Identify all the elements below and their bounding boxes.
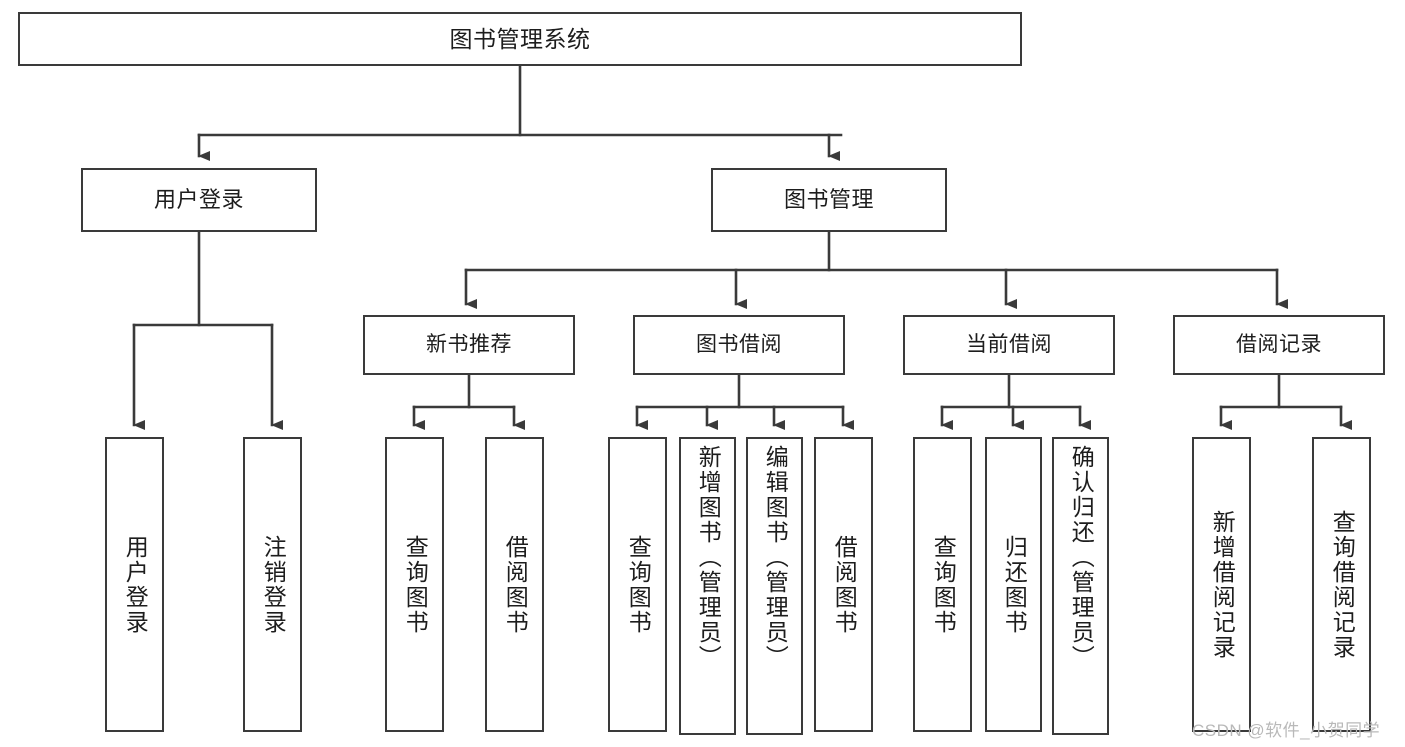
node-leaf-query-book-recommend[interactable]: 查询图书 (385, 437, 444, 732)
node-book-borrow-label: 图书借阅 (696, 333, 782, 357)
node-leaf-borrow-book-recommend-label: 借阅图书 (502, 534, 529, 635)
node-leaf-confirm-return-label: 确认归还（管理员） (1068, 445, 1095, 670)
node-user-login-label: 用户登录 (153, 186, 244, 212)
node-new-book-recommend[interactable]: 新书推荐 (363, 315, 575, 375)
node-leaf-return-book-label: 归还图书 (1001, 534, 1028, 635)
node-leaf-borrow-book[interactable]: 借阅图书 (814, 437, 873, 732)
node-leaf-query-book-borrow[interactable]: 查询图书 (608, 437, 667, 732)
node-new-book-recommend-label: 新书推荐 (426, 333, 512, 357)
node-borrow-record-label: 借阅记录 (1236, 333, 1322, 357)
node-leaf-query-borrow-record-label: 查询借阅记录 (1329, 509, 1356, 660)
node-leaf-add-borrow-record[interactable]: 新增借阅记录 (1192, 437, 1251, 732)
node-root-label: 图书管理系统 (449, 25, 591, 52)
node-book-manage[interactable]: 图书管理 (711, 168, 947, 232)
node-book-borrow[interactable]: 图书借阅 (633, 315, 845, 375)
node-leaf-borrow-book-recommend[interactable]: 借阅图书 (485, 437, 544, 732)
node-leaf-edit-book-label: 编辑图书（管理员） (762, 445, 789, 670)
node-root[interactable]: 图书管理系统 (18, 12, 1022, 66)
node-leaf-query-book-recommend-label: 查询图书 (402, 534, 429, 635)
node-leaf-add-book[interactable]: 新增图书（管理员） (679, 437, 736, 735)
node-leaf-logout[interactable]: 注销登录 (243, 437, 302, 732)
node-leaf-return-book[interactable]: 归还图书 (985, 437, 1042, 732)
node-current-borrow[interactable]: 当前借阅 (903, 315, 1115, 375)
node-leaf-edit-book[interactable]: 编辑图书（管理员） (746, 437, 803, 735)
node-leaf-query-book-current[interactable]: 查询图书 (913, 437, 972, 732)
node-leaf-confirm-return[interactable]: 确认归还（管理员） (1052, 437, 1109, 735)
node-book-manage-label: 图书管理 (783, 186, 874, 212)
node-leaf-query-borrow-record[interactable]: 查询借阅记录 (1312, 437, 1371, 732)
node-leaf-query-book-borrow-label: 查询图书 (625, 534, 652, 635)
csdn-watermark: CSDN @软件_小贺同学 (1192, 721, 1381, 740)
node-user-login[interactable]: 用户登录 (81, 168, 317, 232)
node-leaf-add-book-label: 新增图书（管理员） (695, 445, 722, 670)
node-leaf-user-login-label: 用户登录 (122, 534, 149, 635)
node-leaf-logout-label: 注销登录 (260, 534, 287, 635)
node-leaf-add-borrow-record-label: 新增借阅记录 (1209, 509, 1236, 660)
node-current-borrow-label: 当前借阅 (966, 333, 1052, 357)
node-leaf-query-book-current-label: 查询图书 (930, 534, 957, 635)
node-borrow-record[interactable]: 借阅记录 (1173, 315, 1385, 375)
node-leaf-user-login[interactable]: 用户登录 (105, 437, 164, 732)
node-leaf-borrow-book-label: 借阅图书 (831, 534, 858, 635)
